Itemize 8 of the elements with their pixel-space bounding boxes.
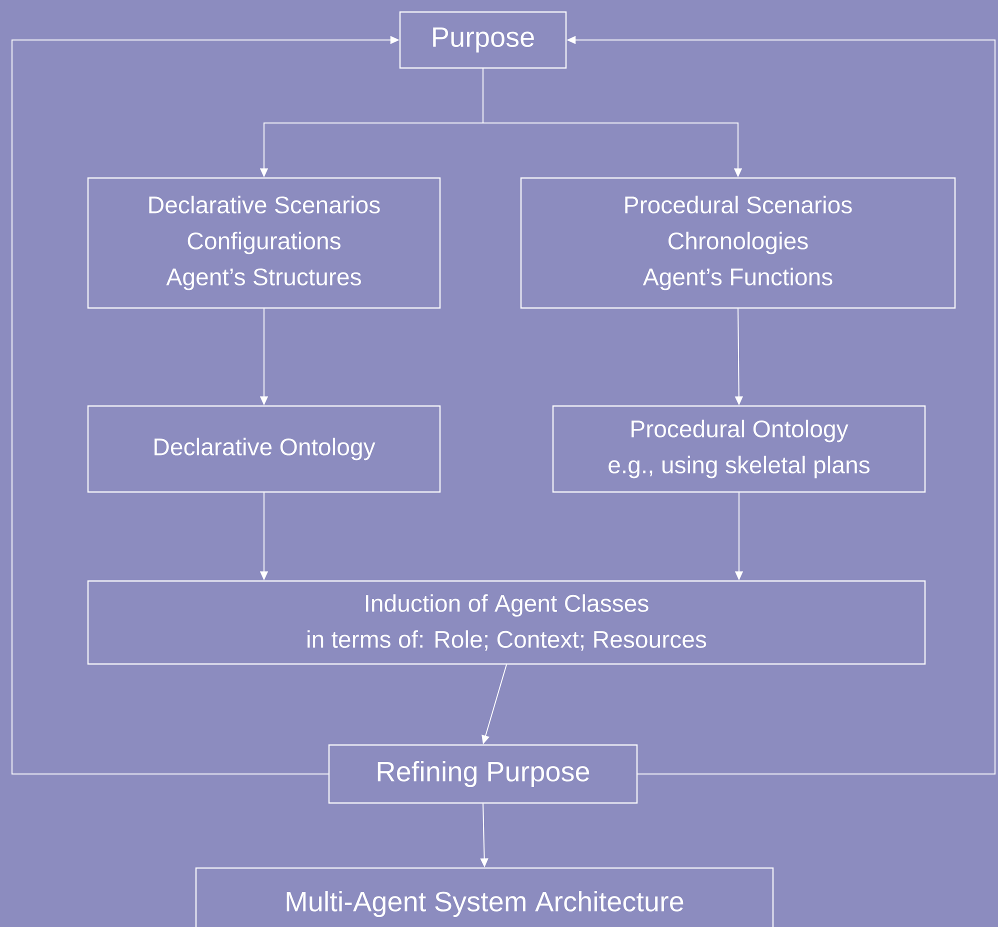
process-box: Declarative Scenarios Configurations Agent’s Structures [87,177,441,309]
process-box: Procedural Ontology e.g., using skeletal plans [552,405,926,493]
process-box: Procedural Scenarios Chronologies Agent’s Functions [520,177,956,309]
process-box: Purpose [399,11,567,69]
process-box: Induction of Agent Classes in terms of: Role; Context; Resources [87,580,926,665]
process-box: Refining Purpose [328,744,638,804]
process-box: Multi-Agent System Architecture [195,867,774,927]
process-box: Declarative Ontology [87,405,441,493]
